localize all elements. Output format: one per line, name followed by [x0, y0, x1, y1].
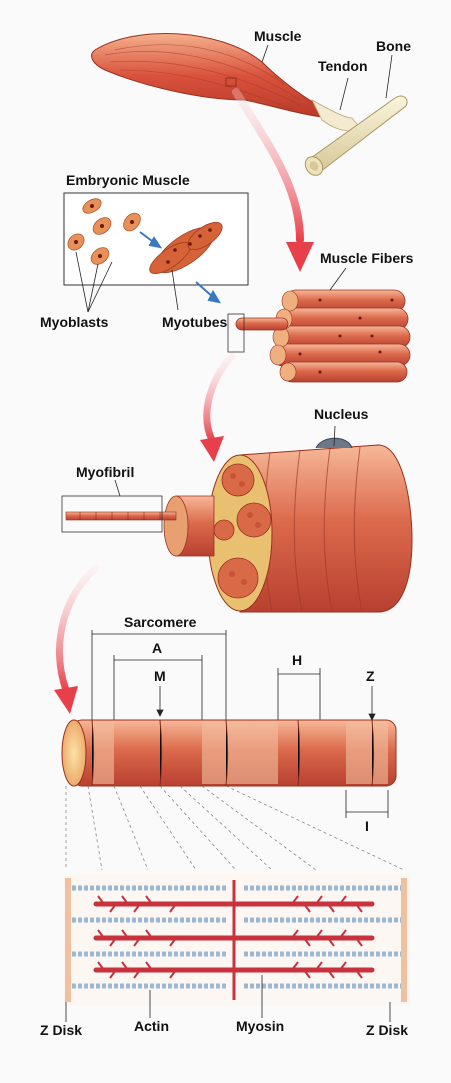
label-a-band: A: [152, 640, 162, 656]
myofibril-cylinder: [62, 720, 396, 786]
actin-myosin-filaments: [64, 874, 410, 1006]
label-z-disk-left: Z Disk: [40, 1022, 82, 1038]
label-embryonic-muscle: Embryonic Muscle: [66, 172, 190, 188]
label-muscle-fibers: Muscle Fibers: [320, 250, 413, 266]
projection-lines: [66, 786, 404, 870]
label-sarcomere: Sarcomere: [124, 614, 196, 630]
label-bone: Bone: [376, 38, 411, 54]
label-z-disk-right: Z Disk: [366, 1022, 408, 1038]
zoom-arrow-3: [54, 568, 96, 714]
embryonic-muscle-box: [64, 193, 248, 302]
label-z-line: Z: [366, 668, 375, 684]
label-muscle: Muscle: [254, 28, 301, 44]
label-myosin: Myosin: [236, 1018, 284, 1034]
label-tendon: Tendon: [318, 58, 368, 74]
label-myotubes: Myotubes: [162, 314, 227, 330]
label-h-zone: H: [292, 652, 302, 668]
label-myofibril: Myofibril: [76, 464, 134, 480]
muscle-fiber-bundle: [228, 290, 410, 382]
label-nucleus: Nucleus: [314, 406, 368, 422]
label-myoblasts: Myoblasts: [40, 314, 108, 330]
zoom-arrow-2: [200, 356, 232, 462]
label-i-band: I: [365, 818, 369, 834]
whole-muscle: [92, 34, 330, 118]
label-actin: Actin: [134, 1018, 169, 1034]
label-m-line: M: [154, 668, 166, 684]
